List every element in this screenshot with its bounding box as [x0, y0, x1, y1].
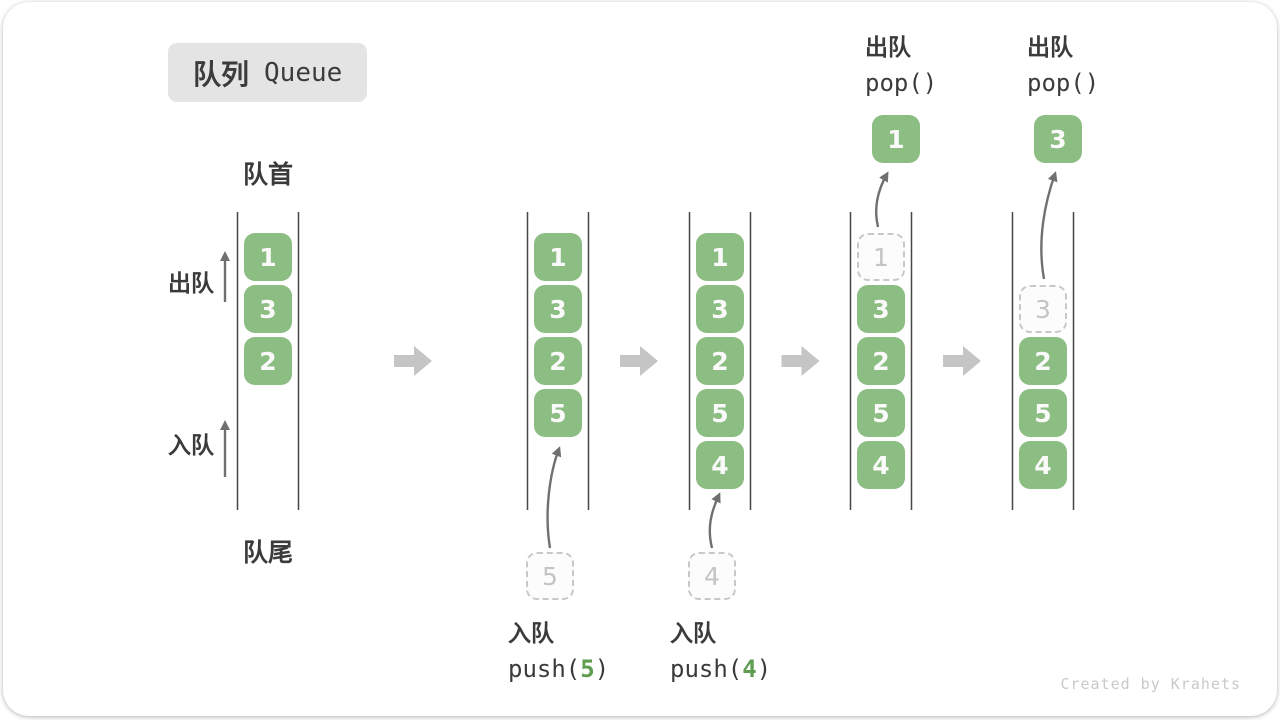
queue-cell: 2 [696, 337, 744, 385]
operation-code-argument: 5 [580, 655, 595, 683]
operation-zh-label: 出队 [865, 34, 911, 60]
queue-front-label: 队首 [242, 161, 293, 189]
transition-arrow [943, 346, 981, 376]
queue-cell: 3 [534, 285, 582, 333]
operation-code-text: pop() [1027, 69, 1100, 97]
transition-arrow [781, 346, 820, 376]
queue-cell-dashed: 3 [1019, 285, 1067, 333]
push-operation-label: 入队 push(4) [670, 614, 771, 683]
queue-cell: 2 [244, 337, 292, 385]
operation-code-argument: 4 [742, 655, 757, 683]
transition-arrow [620, 346, 658, 376]
incoming-value-box: 5 [526, 552, 574, 600]
queue-cell: 3 [696, 285, 744, 333]
queue-cell: 5 [1019, 389, 1067, 437]
operation-code-label: pop() [1027, 69, 1099, 97]
operation-zh-label: 入队 [670, 620, 716, 646]
pop-arrow [1040, 171, 1058, 280]
operation-zh-label: 出队 [1027, 34, 1073, 60]
queue-cell: 5 [534, 389, 582, 437]
incoming-value-box: 4 [688, 552, 736, 600]
title-badge: 队列 Queue [168, 43, 368, 102]
pop-operation-label: 出队 pop() [1027, 28, 1099, 97]
pop-arrow [874, 171, 889, 228]
queue-cell: 2 [857, 337, 905, 385]
pop-operation-label: 出队 pop() [865, 28, 937, 97]
title-zh: 队列 [193, 58, 250, 90]
popped-value-box: 1 [872, 115, 920, 163]
operation-zh-label: 入队 [508, 620, 554, 646]
queue-cell-dashed: 1 [857, 233, 905, 281]
operation-code-label: push(5) [508, 655, 609, 683]
queue-cell: 1 [696, 233, 744, 281]
transition-arrow [394, 346, 432, 376]
queue-cell: 2 [534, 337, 582, 385]
queue-cell: 3 [244, 285, 292, 333]
enqueue-side-label: 入队 [168, 432, 214, 458]
queue-cell: 3 [857, 285, 905, 333]
title-en: Queue [264, 57, 343, 88]
queue-rear-label: 队尾 [242, 539, 293, 567]
push-arrow [708, 492, 721, 549]
dequeue-side-label: 出队 [168, 270, 214, 296]
queue-cell: 5 [696, 389, 744, 437]
operation-code-text: pop() [865, 69, 938, 97]
operation-code-text: ) [594, 655, 610, 683]
queue-cell: 5 [857, 389, 905, 437]
watermark: Created by Krahets [1060, 675, 1241, 693]
queue-cell: 4 [696, 441, 744, 489]
push-operation-label: 入队 push(5) [508, 614, 609, 683]
operation-code-text: push( [508, 655, 581, 683]
queue-cell: 1 [244, 233, 292, 281]
queue-cell: 4 [857, 441, 905, 489]
queue-cell: 1 [534, 233, 582, 281]
queue-cell: 4 [1019, 441, 1067, 489]
operation-code-text: push( [670, 655, 743, 683]
push-arrow [546, 446, 562, 549]
operation-code-label: push(4) [670, 655, 771, 683]
operation-code-text: ) [756, 655, 772, 683]
operation-code-label: pop() [865, 69, 937, 97]
queue-cell: 2 [1019, 337, 1067, 385]
popped-value-box: 3 [1034, 115, 1082, 163]
